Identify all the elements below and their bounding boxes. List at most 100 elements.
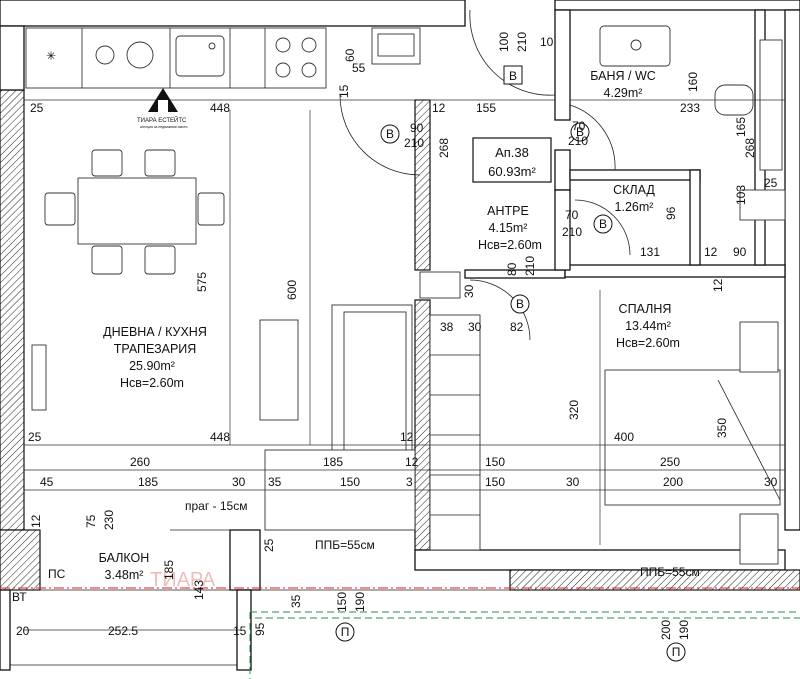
svg-text:20: 20 <box>16 624 30 638</box>
svg-text:30: 30 <box>462 284 476 298</box>
wall-radiator <box>31 344 47 411</box>
svg-text:30: 30 <box>468 320 482 334</box>
door-swings <box>170 9 631 531</box>
svg-text:95: 95 <box>253 622 267 636</box>
bedroom-height: Нсв=2.60m <box>616 336 680 350</box>
svg-text:12: 12 <box>29 514 43 528</box>
room-storage: СКЛАД 1.26m² <box>613 183 655 214</box>
svg-text:143: 143 <box>192 580 206 600</box>
room-bedroom: СПАЛНЯ 13.44m² Нсв=2.60m <box>616 302 680 350</box>
balcony-name: БАЛКОН <box>99 551 150 565</box>
dimensions: 25 448 12 155 233 60 55 15 100 210 10 16… <box>16 32 778 640</box>
bathroom-fixtures <box>599 25 786 221</box>
ppb-note-2: ППБ=55см <box>640 565 700 579</box>
svg-text:25: 25 <box>764 176 778 190</box>
apartment-number: Ап.38 <box>495 145 529 160</box>
svg-text:575: 575 <box>195 272 209 292</box>
apartment-area: 60.93m² <box>488 164 536 179</box>
svg-text:12: 12 <box>432 101 446 115</box>
left-wall <box>0 89 25 531</box>
svg-text:230: 230 <box>102 510 116 530</box>
svg-text:131: 131 <box>640 245 660 259</box>
svg-text:185: 185 <box>323 455 343 469</box>
svg-text:250: 250 <box>660 455 680 469</box>
svg-text:55: 55 <box>352 61 366 75</box>
svg-text:210: 210 <box>404 136 424 150</box>
svg-text:12: 12 <box>400 430 414 444</box>
svg-text:80: 80 <box>505 262 519 276</box>
svg-text:150: 150 <box>485 475 505 489</box>
svg-text:96: 96 <box>664 206 678 220</box>
svg-text:210: 210 <box>515 32 529 52</box>
balcony-area: 3.48m² <box>105 568 144 582</box>
svg-text:190: 190 <box>677 620 691 640</box>
svg-text:103: 103 <box>734 185 748 205</box>
svg-text:П: П <box>341 625 350 639</box>
svg-text:15: 15 <box>337 84 351 98</box>
svg-text:60: 60 <box>343 48 357 62</box>
svg-text:70: 70 <box>572 119 586 133</box>
svg-text:350: 350 <box>715 418 729 438</box>
svg-text:268: 268 <box>743 138 757 158</box>
svg-text:268: 268 <box>437 138 451 158</box>
svg-text:200: 200 <box>659 620 673 640</box>
bed <box>604 321 781 565</box>
room-balcony: БАЛКОН 3.48m² <box>99 551 150 582</box>
living-area: 25.90m² <box>129 359 175 373</box>
bath-area: 4.29m² <box>604 86 643 100</box>
svg-text:30: 30 <box>566 475 580 489</box>
svg-text:30: 30 <box>232 475 246 489</box>
svg-text:В: В <box>516 297 524 311</box>
room-hall: АНТРЕ 4.15m² Нсв=2.60m <box>478 204 542 252</box>
svg-text:210: 210 <box>568 134 588 148</box>
svg-text:12: 12 <box>405 455 419 469</box>
watermark-text: ТИАРА <box>150 569 216 591</box>
svg-text:600: 600 <box>285 280 299 300</box>
dining-table <box>44 149 225 275</box>
svg-text:В: В <box>509 69 517 83</box>
svg-text:35: 35 <box>289 594 303 608</box>
svg-text:П: П <box>672 645 681 659</box>
svg-text:70: 70 <box>565 208 579 222</box>
hall-name: АНТРЕ <box>487 204 529 218</box>
shoe-cabinet <box>419 271 461 299</box>
logo-name: ТИАРА ЕСТЕЙТС <box>137 116 187 124</box>
svg-text:25: 25 <box>30 101 44 115</box>
threshold-note: праг - 15см <box>185 499 247 513</box>
room-living: ДНЕВНА / КУХНЯ ТРАПЕЗАРИЯ 25.90m² Нсв=2.… <box>103 325 207 390</box>
vt-note: ВТ <box>12 590 27 604</box>
svg-text:155: 155 <box>476 101 496 115</box>
svg-text:200: 200 <box>663 475 683 489</box>
svg-text:260: 260 <box>130 455 150 469</box>
ps-note: ПС <box>48 567 66 581</box>
apartment-label: Ап.38 60.93m² <box>472 137 552 183</box>
svg-text:25: 25 <box>262 538 276 552</box>
svg-text:210: 210 <box>562 225 582 239</box>
living-height: Нсв=2.60m <box>120 376 184 390</box>
svg-text:185: 185 <box>162 560 176 580</box>
svg-text:35: 35 <box>268 475 282 489</box>
svg-text:320: 320 <box>567 400 581 420</box>
svg-text:30: 30 <box>764 475 778 489</box>
living-line1: ДНЕВНА / КУХНЯ <box>103 325 207 339</box>
bath-name: БАНЯ / WC <box>590 69 656 83</box>
storage-name: СКЛАД <box>613 183 655 197</box>
svg-text:150: 150 <box>340 475 360 489</box>
svg-text:15: 15 <box>233 624 247 638</box>
svg-text:185: 185 <box>138 475 158 489</box>
svg-text:150: 150 <box>335 592 349 612</box>
svg-text:150: 150 <box>485 455 505 469</box>
svg-text:448: 448 <box>210 101 230 115</box>
svg-text:100: 100 <box>497 32 511 52</box>
logo-tagline: агенция за недвижими имоти <box>140 125 188 129</box>
svg-text:82: 82 <box>510 320 524 334</box>
svg-text:12: 12 <box>711 278 725 292</box>
svg-text:160: 160 <box>686 72 700 92</box>
wardrobe <box>429 314 481 551</box>
svg-text:45: 45 <box>40 475 54 489</box>
svg-text:448: 448 <box>210 430 230 444</box>
svg-text:10: 10 <box>540 35 554 49</box>
svg-text:165: 165 <box>734 117 748 137</box>
svg-text:38: 38 <box>440 320 454 334</box>
